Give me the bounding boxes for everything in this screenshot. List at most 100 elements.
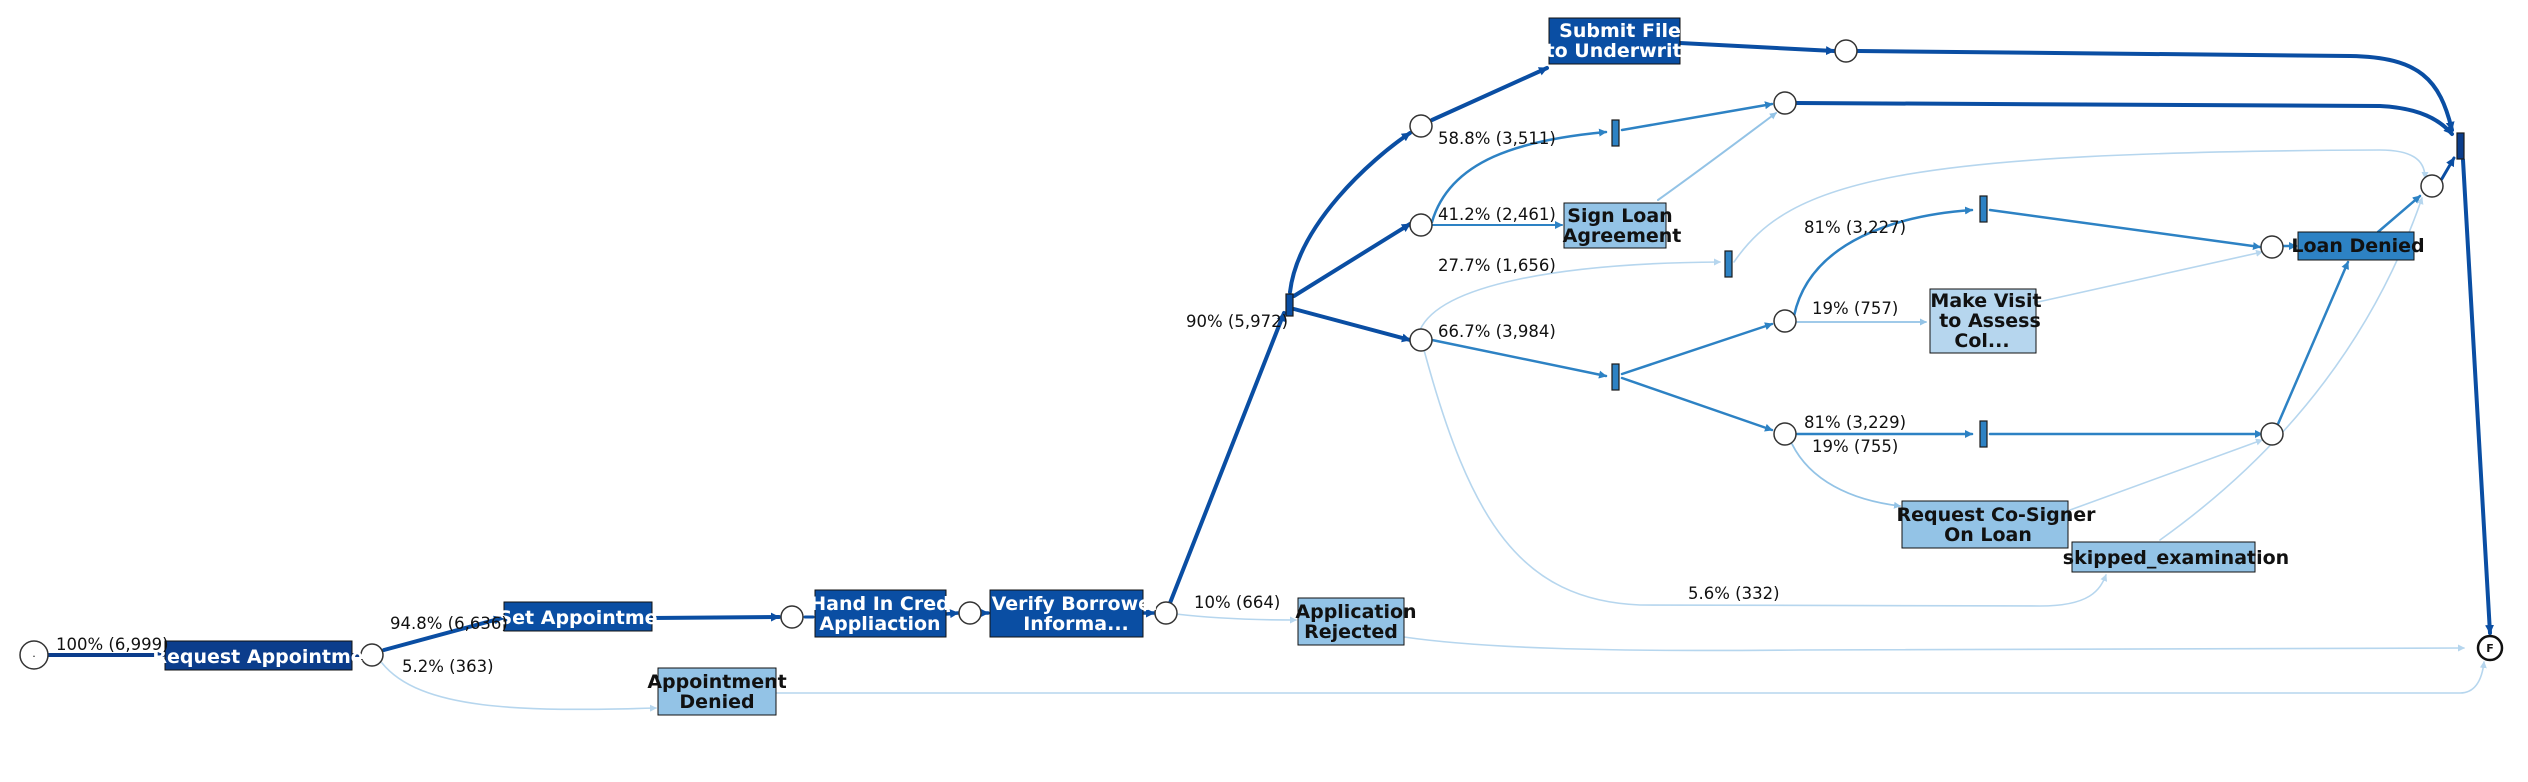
edge-p11-cosigner [1791, 443, 1901, 509]
edge-t90-p6 [1292, 222, 1412, 298]
edge-set-p2 [650, 612, 781, 622]
silent-transition-skip-277 [1724, 250, 1733, 278]
edge-sign-p9 [1657, 112, 1777, 201]
edge-p4-rejected [1175, 613, 1297, 624]
task-label: Hand In Cred [810, 593, 949, 615]
edge-label-56: 5.6% (332) [1688, 584, 1780, 603]
edge-label-667: 66.7% (3,984) [1438, 322, 1556, 341]
edges [44, 41, 2495, 712]
tasks: Request Appointme Set Appointme Appointm… [152, 17, 2425, 716]
edge-label-277: 27.7% (1,656) [1438, 256, 1556, 275]
place-p4 [1154, 601, 1178, 625]
task-label: Request Co-Signer [1897, 504, 2097, 526]
place-p5 [1409, 114, 1433, 138]
task-hand-in-credit[interactable]: Hand In Cred Appliaction [810, 589, 950, 638]
edge-tand-end [2461, 158, 2495, 635]
edge-label-81b: 81% (3,229) [1804, 413, 1906, 432]
silent-transition-t90 [1285, 293, 1294, 317]
edge-label-81a: 81% (3,227) [1804, 218, 1906, 237]
task-verify-borrower[interactable]: Verify Borrower Informa... [989, 589, 1161, 638]
edge-denied-end [775, 661, 2487, 694]
task-application-rejected[interactable]: Application Rejected [1295, 597, 1417, 646]
silent-transition-and-join [2456, 132, 2465, 160]
end-place: F [2476, 634, 2504, 662]
edge-p13-loan [2276, 260, 2350, 426]
task-loan-denied[interactable]: Loan Denied [2291, 231, 2425, 261]
start-marker: · [32, 650, 36, 663]
task-request-cosigner[interactable]: Request Co-Signer On Loan [1897, 500, 2097, 549]
task-label: to Assess [1939, 310, 2041, 332]
place-p2 [780, 605, 804, 629]
edge-hand-p3 [944, 609, 960, 619]
edge-label-denied: 5.2% (363) [402, 657, 494, 676]
task-label: Make Visit [1930, 290, 2041, 312]
edge-label-90: 90% (5,972) [1186, 312, 1288, 331]
task-label: Submit File [1559, 20, 1681, 42]
place-p9 [1773, 91, 1797, 115]
edge-tand2-p10 [1620, 322, 1774, 376]
silent-transition-sign-skip [1611, 119, 1620, 147]
edge-tskip-p14 [1733, 149, 2429, 263]
edge-label-588: 58.8% (3,511) [1438, 129, 1556, 148]
place-p1 [360, 643, 384, 667]
edge-loan-p14 [2376, 194, 2422, 234]
edge-p4-t90 [1168, 311, 1286, 605]
place-p12 [2260, 235, 2284, 259]
place-p3 [958, 601, 982, 625]
task-label: Verify Borrower [992, 593, 1161, 615]
edge-p1-denied [381, 662, 657, 712]
end-marker: F [2486, 642, 2494, 655]
edge-p10-t81a [1792, 206, 1974, 318]
edge-t90-p5 [1288, 131, 1412, 294]
task-label: skipped_examination [2063, 547, 2289, 569]
edge-label-rejected: 10% (664) [1194, 593, 1280, 612]
place-p11 [1773, 422, 1797, 446]
place-p13 [2260, 422, 2284, 446]
edge-tand2-p11 [1620, 376, 1774, 432]
task-sign-loan[interactable]: Sign Loan Agreement [1563, 202, 1682, 249]
start-place: · [19, 640, 49, 670]
edge-cosigner-p13 [2069, 438, 2263, 511]
edge-label-set: 94.8% (6,636) [390, 614, 508, 633]
task-label: to Underwrite [1546, 40, 1695, 62]
task-label: Denied [679, 691, 754, 713]
task-appointment-denied[interactable]: Appointment Denied [647, 667, 787, 716]
place-p10 [1773, 309, 1797, 333]
task-label: Application [1295, 601, 1416, 623]
edge-labels: 100% (6,999) 94.8% (6,636) 5.2% (363) 10… [56, 129, 1906, 676]
silent-transition-and-split [1611, 363, 1620, 391]
task-label: Loan Denied [2291, 235, 2424, 257]
task-label: Appliaction [819, 613, 940, 635]
edge-t81a-p12 [1988, 208, 2262, 251]
task-label: Rejected [1304, 621, 1398, 643]
edge-label-412: 41.2% (2,461) [1438, 205, 1556, 224]
places: · F [19, 39, 2504, 670]
edge-visit-p12 [2037, 249, 2263, 303]
edge-p6-tsmall [1430, 128, 1608, 224]
edge-label-19a: 19% (757) [1812, 299, 1898, 318]
edge-p1-set [382, 615, 504, 652]
place-p7 [1409, 328, 1433, 352]
task-skipped-examination[interactable]: skipped_examination [2063, 541, 2289, 573]
edge-tsmall-p9 [1620, 101, 1774, 132]
edge-rejected-end [1403, 636, 2465, 652]
task-label: Sign Loan [1567, 205, 1672, 227]
edge-t90-p7 [1292, 307, 1412, 343]
edge-p7-tskip [1419, 258, 1721, 331]
place-p6 [1409, 213, 1433, 237]
place-p8 [1834, 39, 1858, 63]
task-request-appointment[interactable]: Request Appointme [152, 640, 364, 671]
edge-p8-tand [1856, 49, 2455, 132]
edge-p5-submit [1430, 66, 1549, 122]
task-label: Agreement [1563, 225, 1682, 247]
task-label: Appointment [647, 671, 786, 693]
edge-submit-p8 [1678, 41, 1836, 56]
task-submit-file[interactable]: Submit File to Underwrite [1546, 17, 1695, 65]
edge-p7-tand2 [1430, 338, 1608, 379]
silent-transition-cosigner-skip [1979, 420, 1988, 448]
task-label: Request Appointme [152, 646, 363, 668]
task-set-appointment[interactable]: Set Appointme [498, 601, 658, 632]
task-make-visit[interactable]: Make Visit to Assess Col... [1929, 288, 2042, 354]
silent-transition-visit-skip [1979, 195, 1988, 223]
